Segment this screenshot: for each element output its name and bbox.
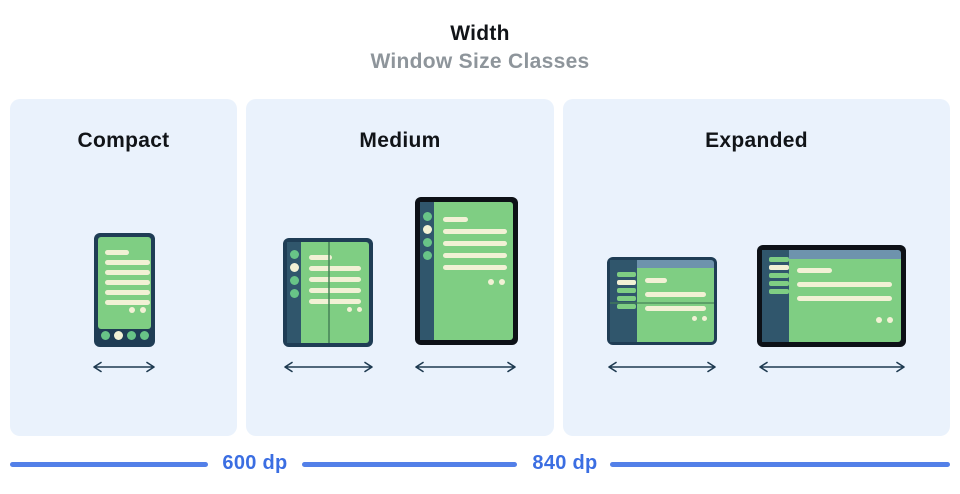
device-screen — [434, 202, 513, 340]
device-screen — [98, 237, 151, 329]
nav-bar — [98, 328, 151, 343]
nav-rail — [420, 202, 434, 340]
nav-rail — [287, 242, 301, 343]
text-line-placeholder — [645, 278, 667, 283]
width-arrow-tablet-landscape — [759, 361, 905, 373]
text-line-placeholder — [105, 260, 150, 265]
rail-item-bar — [769, 273, 789, 278]
action-dots — [347, 307, 362, 312]
panel-title-medium: Medium — [359, 129, 441, 152]
action-dots — [876, 317, 893, 323]
action-dots — [129, 307, 146, 313]
width-arrow-foldable-landscape — [608, 361, 716, 373]
action-dot — [129, 307, 135, 313]
screen-content — [309, 255, 361, 304]
text-line-placeholder — [443, 265, 507, 270]
text-line-placeholder — [443, 217, 468, 222]
text-line-placeholder — [443, 229, 507, 234]
nav-dot — [100, 331, 110, 340]
text-line-placeholder — [443, 253, 507, 258]
action-dots — [488, 279, 505, 285]
action-dot — [876, 317, 882, 323]
text-line-placeholder — [309, 277, 361, 282]
screen-content — [105, 250, 150, 305]
app-bar — [789, 250, 901, 259]
text-line-placeholder — [309, 288, 361, 293]
fold-line — [610, 302, 714, 304]
rail-dot — [422, 238, 432, 247]
nav-rail — [762, 250, 789, 342]
screen-content — [797, 268, 892, 301]
breakpoint-label-600dp: 600 dp — [222, 452, 288, 474]
ruler-segment — [302, 462, 517, 467]
rail-dot — [422, 212, 432, 221]
page-title: Width — [450, 22, 510, 45]
text-line-placeholder — [105, 290, 150, 295]
rail-item-bar — [617, 304, 636, 309]
width-arrow-tablet-portrait — [415, 361, 516, 373]
fold-line — [328, 242, 330, 343]
foldable-portrait-illustration — [283, 238, 373, 347]
text-line-placeholder — [309, 299, 361, 304]
text-line-placeholder — [797, 268, 832, 273]
tablet-landscape-illustration — [757, 245, 906, 347]
device-screen — [637, 268, 714, 342]
rail-dot — [289, 276, 299, 285]
ruler-segment — [10, 462, 208, 467]
tablet-portrait-illustration — [415, 197, 518, 345]
panel-title-expanded: Expanded — [705, 129, 808, 152]
text-line-placeholder — [105, 250, 129, 255]
text-line-placeholder — [645, 292, 706, 297]
screen-content — [443, 217, 507, 270]
foldable-landscape-illustration — [607, 257, 717, 345]
rail-item-bar — [617, 280, 636, 285]
text-line-placeholder — [443, 241, 507, 246]
text-line-placeholder — [309, 255, 332, 260]
rail-dot — [422, 251, 432, 260]
action-dot — [140, 307, 146, 313]
text-line-placeholder — [645, 306, 706, 311]
action-dot — [488, 279, 494, 285]
text-line-placeholder — [797, 282, 892, 287]
rail-dot — [289, 263, 299, 272]
width-arrow-foldable-portrait — [284, 361, 373, 373]
phone-illustration — [94, 233, 155, 347]
action-dot — [357, 307, 362, 312]
rail-dot — [422, 225, 432, 234]
text-line-placeholder — [797, 296, 892, 301]
nav-dot — [139, 331, 149, 340]
app-bar — [637, 260, 714, 268]
rail-item-bar — [769, 289, 789, 294]
text-line-placeholder — [309, 266, 361, 271]
nav-rail — [610, 260, 637, 342]
screen-content — [645, 278, 706, 311]
rail-dot — [289, 289, 299, 298]
nav-dot — [113, 331, 123, 340]
breakpoint-label-840dp: 840 dp — [532, 452, 598, 474]
text-line-placeholder — [105, 300, 150, 305]
nav-dot — [126, 331, 136, 340]
text-line-placeholder — [105, 280, 150, 285]
rail-item-bar — [617, 288, 636, 293]
rail-item-bar — [617, 296, 636, 301]
action-dot — [692, 316, 697, 321]
action-dot — [347, 307, 352, 312]
width-arrow-compact — [93, 361, 155, 373]
action-dot — [702, 316, 707, 321]
rail-dot — [289, 250, 299, 259]
device-screen — [789, 259, 901, 342]
rail-item-bar — [769, 265, 789, 270]
panel-title-compact: Compact — [77, 129, 170, 152]
page-subtitle: Window Size Classes — [370, 50, 590, 73]
ruler-segment — [610, 462, 950, 467]
rail-item-bar — [769, 257, 789, 262]
device-screen — [301, 242, 369, 343]
text-line-placeholder — [105, 270, 150, 275]
action-dot — [887, 317, 893, 323]
action-dots — [692, 316, 707, 321]
rail-item-bar — [769, 281, 789, 286]
action-dot — [499, 279, 505, 285]
rail-item-bar — [617, 272, 636, 277]
